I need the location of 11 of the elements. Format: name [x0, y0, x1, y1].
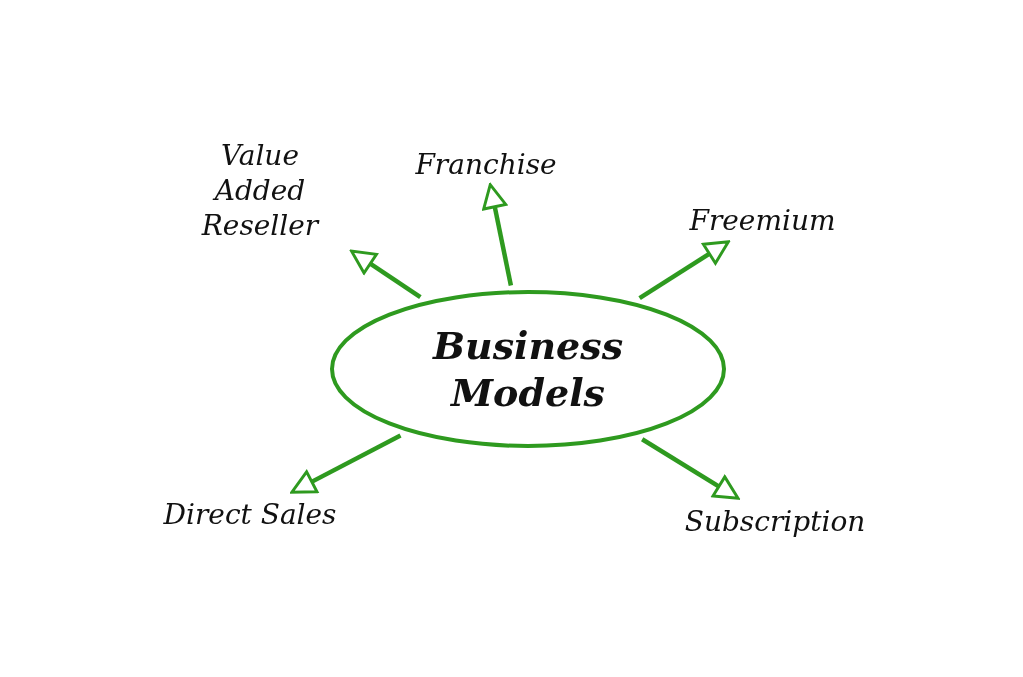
arrow — [641, 437, 740, 500]
node-label: Value Added Reseller — [200, 137, 321, 243]
arrow — [482, 183, 514, 286]
arrow — [290, 433, 402, 494]
arrow — [350, 249, 422, 299]
node-label: Franchise — [415, 146, 557, 182]
node-label: Subscription — [684, 503, 866, 539]
node-label: Business Models — [431, 321, 625, 417]
arrow — [638, 240, 730, 300]
node-label: Direct Sales — [163, 496, 337, 532]
node-label: Freemium — [689, 202, 836, 238]
